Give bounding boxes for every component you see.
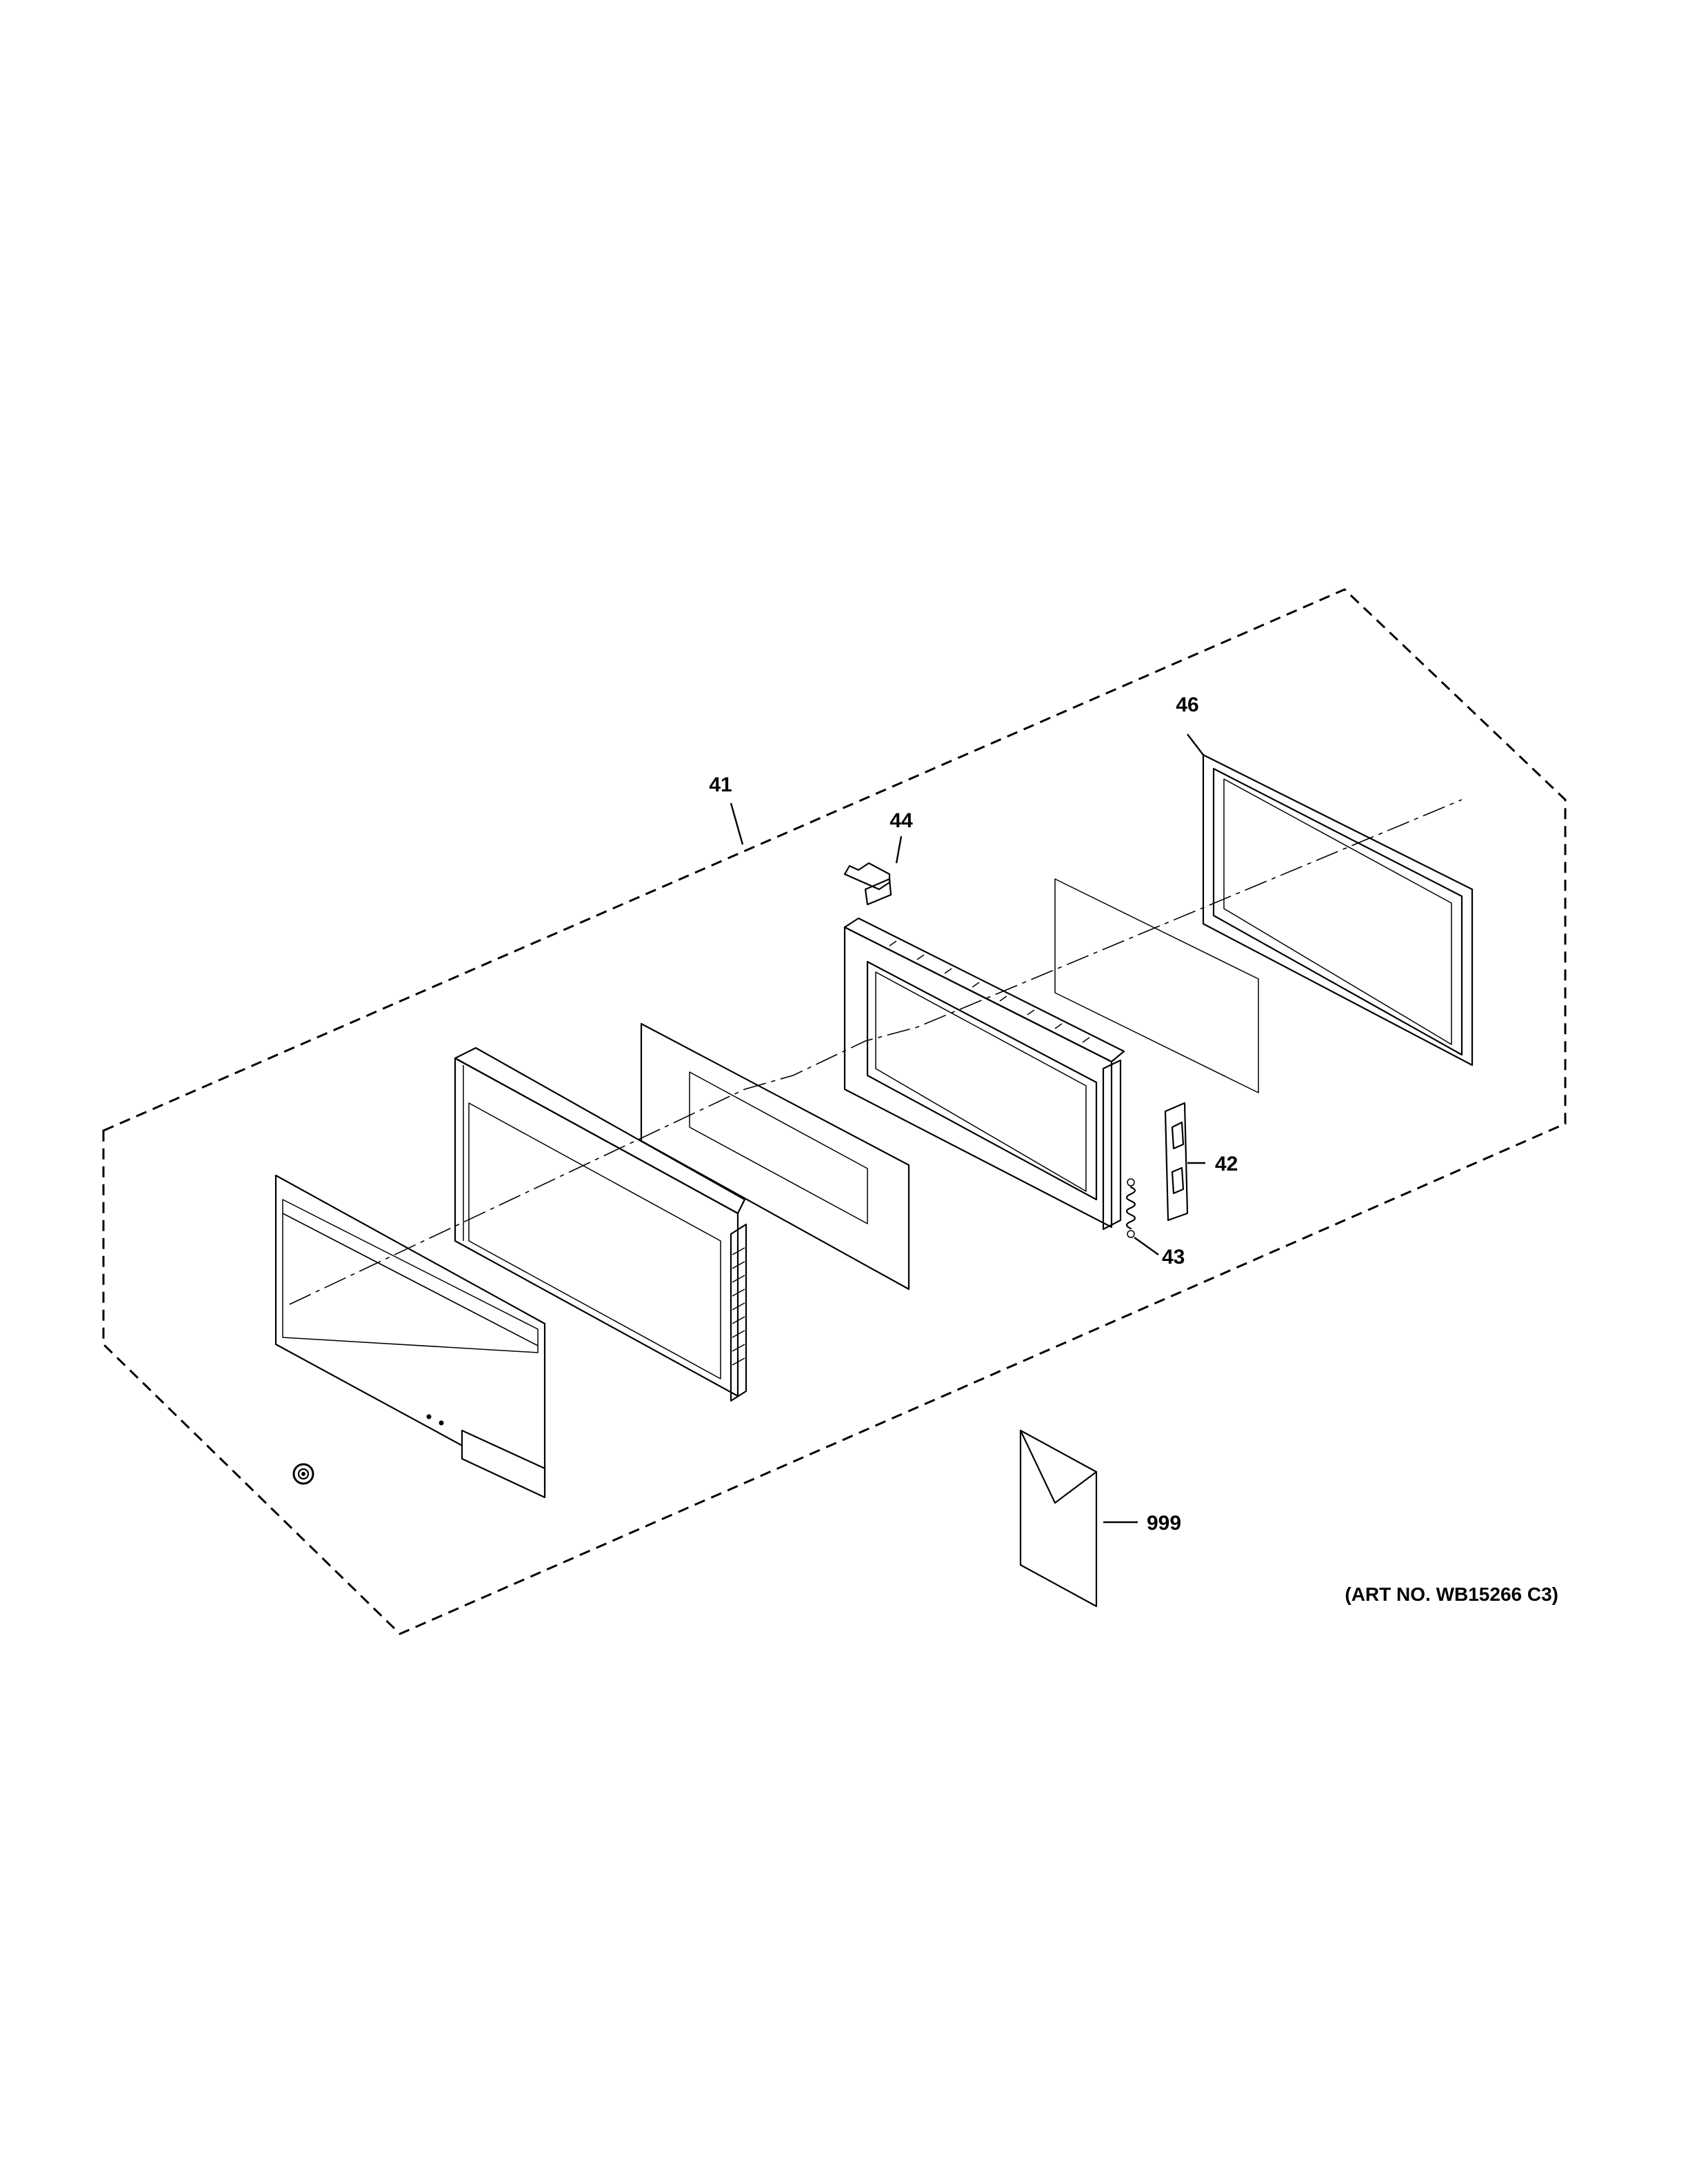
part-inner-door-frame	[843, 917, 1125, 1231]
part-door-outer-panel	[274, 1174, 546, 1499]
part-door-glass	[640, 1022, 910, 1291]
part-latch-42	[1164, 1102, 1189, 1222]
callout-41: 41	[709, 774, 732, 796]
callout-999: 999	[1147, 1512, 1181, 1535]
part-round-fastener	[292, 1463, 314, 1485]
leader-44	[895, 836, 903, 864]
callout-46: 46	[1176, 694, 1198, 716]
part-door-choke-frame	[454, 1046, 747, 1402]
callout-44: 44	[890, 809, 913, 832]
callout-42: 42	[1215, 1153, 1238, 1175]
callout-43: 43	[1162, 1246, 1185, 1268]
leader-41	[730, 802, 744, 845]
art-number: (ART NO. WB15266 C3)	[1345, 1584, 1558, 1605]
part-hinge-44	[843, 862, 892, 906]
assembly-boundary-41	[102, 588, 1567, 1635]
leader-43	[1134, 1237, 1159, 1255]
part-rear-frame-46	[1202, 754, 1474, 1066]
leader-46	[1187, 734, 1204, 756]
part-rear-screen	[1054, 878, 1259, 1093]
part-literature-999	[1019, 1429, 1098, 1608]
part-spring-43	[1125, 1178, 1136, 1238]
explode-axis	[289, 799, 1463, 1305]
